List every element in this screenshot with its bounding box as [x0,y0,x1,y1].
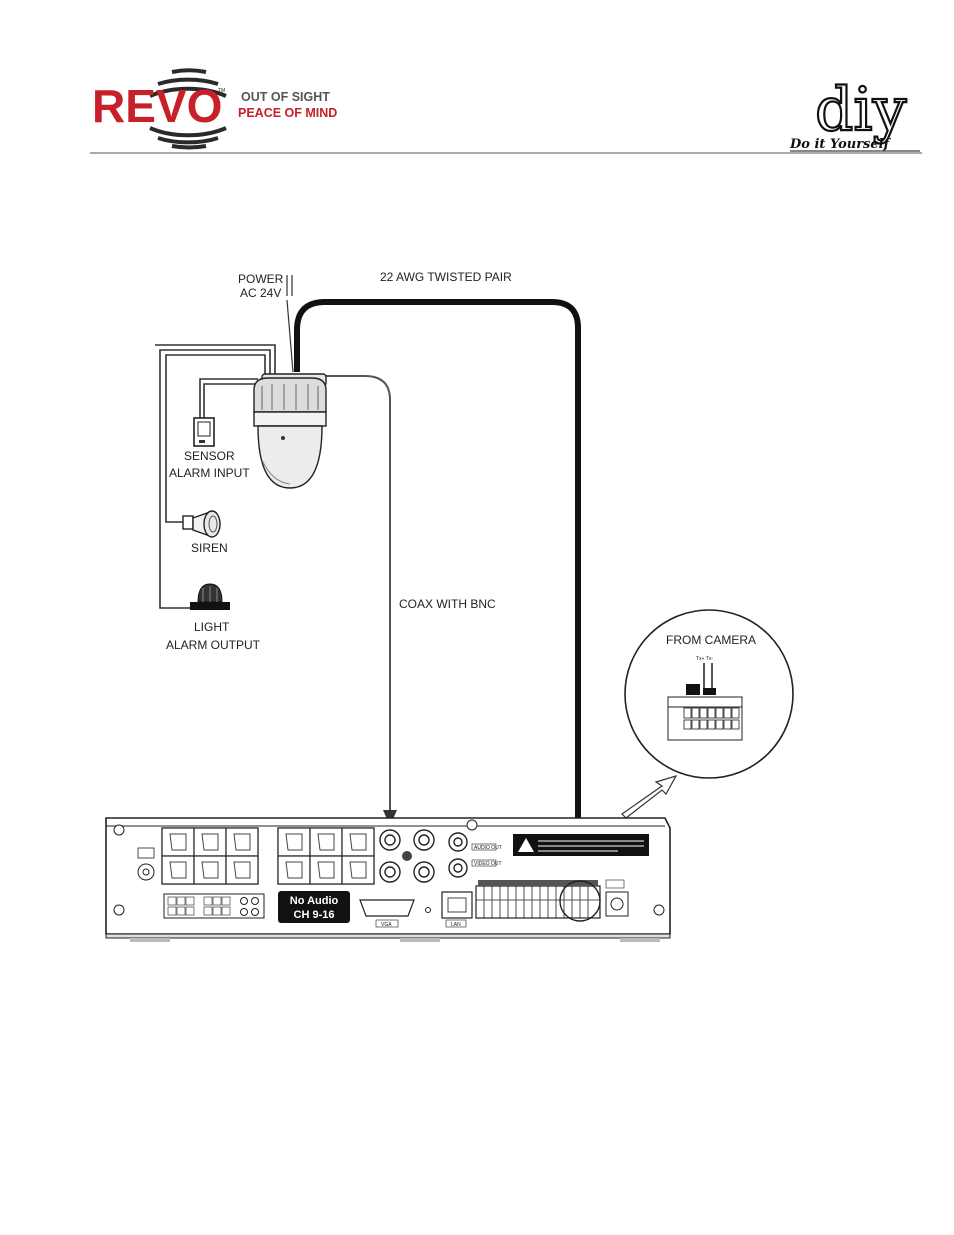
siren-label: SIREN [191,541,228,555]
tagline-line1: OUT OF SIGHT [241,90,330,104]
twisted-pair-cable [297,302,578,880]
lan-label: LAN [451,922,461,928]
revo-logo: REVO TM OUT OF SIGHT PEACE OF MIND [92,70,337,147]
dvr-rear-panel: No Audio CH 9-16 AUDIO OUT VIDEO OUT VGA… [106,818,670,942]
from-camera-label: FROM CAMERA [666,633,756,647]
coax-cable [320,376,390,818]
txrx-label: Tx+ Tx- [696,656,713,662]
audio-out-label: AUDIO OUT [474,845,502,851]
power-wire [287,275,293,372]
diy-subtitle: Do it Yourself [789,137,892,152]
sensor-icon [194,418,214,446]
zoom-arrow-icon [622,776,676,818]
diy-logo: diy Do it Yourself [789,75,920,152]
brand-name: REVO [92,80,222,132]
alarm-output-label: ALARM OUTPUT [166,638,261,652]
diy-logo-text: diy [815,75,907,145]
terminal-zoom-detail: FROM CAMERA Tx+ Tx- [625,610,793,778]
power-label-line2: AC 24V [240,286,281,300]
tagline-line2: PEACE OF MIND [238,106,337,120]
twisted-pair-label: 22 AWG TWISTED PAIR [380,270,512,284]
siren-icon [183,511,220,537]
light-label: LIGHT [194,620,230,634]
trademark: TM [218,88,225,94]
ptz-camera-icon [254,374,326,488]
video-out-label: VIDEO OUT [474,861,502,867]
power-label-line1: POWER [238,272,284,286]
alarm-input-label: ALARM INPUT [169,466,250,480]
alarm-light-icon [190,584,230,610]
channel-range-label: CH 9-16 [294,909,335,921]
sensor-label: SENSOR [184,449,235,463]
vga-label: VGA [381,922,392,928]
no-audio-label: No Audio [290,895,339,907]
coax-label: COAX WITH BNC [399,597,496,611]
